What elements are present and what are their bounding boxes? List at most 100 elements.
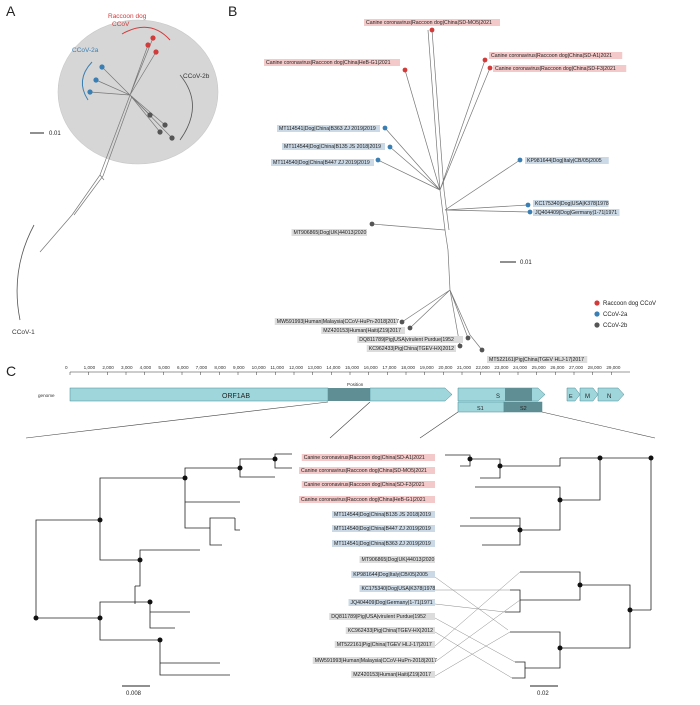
ccov2a-group-label: CCoV-2a bbox=[72, 47, 99, 54]
panel-a-dots bbox=[87, 35, 175, 141]
raccoon-dot bbox=[145, 42, 151, 48]
tree-node bbox=[648, 455, 654, 461]
tip-label-bg bbox=[357, 336, 463, 343]
tip-label: DQ811789|Pig|USA|virulent Purdue|1952 bbox=[331, 614, 426, 620]
tip-label-bg bbox=[364, 19, 500, 26]
tip-label-bg bbox=[329, 613, 435, 620]
tree-node bbox=[147, 599, 153, 605]
axis-tick-label: 10,000 bbox=[252, 365, 266, 370]
tip-label-bg bbox=[345, 627, 435, 634]
tip-dot bbox=[382, 125, 388, 131]
left-tree-scale-label: 0.008 bbox=[126, 691, 142, 697]
n-gene bbox=[597, 387, 625, 402]
tip-label: KC175340|Dog|USA|K378|1978 bbox=[362, 586, 436, 592]
ccov2a-dot bbox=[99, 64, 105, 70]
s2-domain bbox=[503, 401, 543, 413]
axis-tick-label: 1,000 bbox=[84, 365, 96, 370]
panel-a-scale-label: 0.01 bbox=[49, 131, 61, 137]
tip-label-bg bbox=[274, 318, 397, 325]
left-tree bbox=[35, 453, 292, 676]
panel-a: A Raccoon dog CCoV CCoV-2a CCoV-2b CCoV-… bbox=[6, 3, 219, 336]
tip-label-bg bbox=[332, 511, 435, 518]
raccoon-dot bbox=[153, 49, 159, 55]
ccov2b-dot bbox=[157, 129, 163, 135]
axis-tick-label: 6,000 bbox=[177, 365, 189, 370]
tip-label-bg bbox=[351, 571, 435, 578]
axis-tick-label: 20,000 bbox=[438, 365, 452, 370]
genome-track-label: genome bbox=[38, 393, 55, 398]
tip-dot bbox=[457, 343, 463, 349]
axis-tick-label: 16,000 bbox=[364, 365, 378, 370]
tip-label-bg bbox=[334, 641, 435, 648]
ccov2b-group-label: CCoV-2b bbox=[183, 73, 210, 80]
axis-tick-label: 14,000 bbox=[326, 365, 340, 370]
tip-label-bg bbox=[271, 159, 374, 166]
tree-node bbox=[182, 475, 188, 481]
network-trunk bbox=[39, 94, 133, 253]
axis-tick-label: 29,000 bbox=[606, 365, 620, 370]
axis-tick-label: 22,000 bbox=[476, 365, 490, 370]
axis-tick-label: 0 bbox=[65, 365, 68, 370]
tip-label: KP981644|Dog|Italy|CB/05|2005 bbox=[527, 158, 602, 164]
legend-label: CCoV-2b bbox=[603, 323, 628, 329]
tip-label-bg bbox=[264, 59, 400, 66]
tip-label: Canine coronavirus|Raccoon dog|China|HeB… bbox=[266, 60, 391, 66]
ccov2a-dot bbox=[93, 77, 99, 83]
axis-tick-label: 8,000 bbox=[214, 365, 226, 370]
axis-tick-label: 19,000 bbox=[420, 365, 434, 370]
tree-node bbox=[33, 615, 39, 621]
ccov2b-dot bbox=[162, 122, 168, 128]
ccov2a-bracket bbox=[81, 61, 93, 101]
tip-label-bg bbox=[332, 540, 435, 547]
axis-tick-label: 7,000 bbox=[196, 365, 208, 370]
tip-label-bg bbox=[282, 143, 385, 150]
axis-tick-label: 21,000 bbox=[457, 365, 471, 370]
tree-node bbox=[97, 615, 103, 621]
tip-label: MW591993|Human|Malaysia|CCoV-HuPn-2018|2… bbox=[315, 658, 437, 664]
tanglegram-links bbox=[434, 571, 521, 679]
legend-dot bbox=[594, 311, 600, 317]
legend-label: CCoV-2a bbox=[603, 312, 628, 318]
e-label: E bbox=[569, 394, 573, 400]
ccov2b-dot bbox=[147, 112, 153, 118]
genome-axis-title: Position bbox=[347, 382, 364, 387]
panel-c-tip-labels: Canine coronavirus|Raccoon dog|China|SD-… bbox=[299, 454, 437, 678]
orf1ab-gene bbox=[69, 387, 329, 402]
ccov2a-dot bbox=[87, 89, 93, 95]
panel-b-tip-labels: Canine coronavirus|Raccoon dog|China|SD-… bbox=[264, 19, 627, 363]
tip-label-bg bbox=[359, 585, 435, 592]
ccov2b-dot bbox=[169, 135, 175, 141]
tip-label-bg bbox=[321, 327, 405, 334]
tree-node bbox=[237, 465, 243, 471]
tip-label: MT114541|Dog|China|B363 ZJ 2019|2019 bbox=[279, 126, 376, 132]
tip-label: MT906865|Dog|UK|44013|2020 bbox=[362, 557, 435, 563]
tip-label: MT114540|Dog|China|B447 ZJ 2019|2019 bbox=[273, 160, 370, 166]
panel-b-dots bbox=[369, 27, 533, 353]
tip-label: DQ811789|Pig|USA|virulent Purdue|1952 bbox=[359, 337, 454, 343]
tip-dot bbox=[429, 27, 435, 33]
panel-b-letter: B bbox=[228, 3, 237, 19]
axis-tick-label: 28,000 bbox=[588, 365, 602, 370]
tip-dot bbox=[525, 202, 531, 208]
tip-label: MT522161|Pig|China|TGEV HLJ-17|2017 bbox=[489, 357, 584, 363]
axis-tick-label: 4,000 bbox=[140, 365, 152, 370]
e-gene bbox=[566, 387, 581, 402]
m-gene bbox=[579, 387, 599, 402]
axis-tick-label: 26,000 bbox=[550, 365, 564, 370]
tip-dot bbox=[375, 157, 381, 163]
tip-dot bbox=[517, 157, 523, 163]
tip-label: JQ404409|Dog|Germany|1-71|1971 bbox=[535, 210, 617, 216]
axis-tick-label: 11,000 bbox=[270, 365, 284, 370]
tip-label-bg bbox=[525, 157, 609, 164]
tip-label: Canine coronavirus|Raccoon dog|China|SD-… bbox=[304, 482, 425, 488]
axis-tick-label: 2,000 bbox=[102, 365, 114, 370]
tip-label: Canine coronavirus|Raccoon dog|China|SD-… bbox=[366, 20, 492, 26]
tip-label: Canine coronavirus|Raccoon dog|China|SD-… bbox=[495, 66, 616, 72]
axis-tick-label: 27,000 bbox=[569, 365, 583, 370]
tip-label: KC175340|Dog|USA|K378|1978 bbox=[535, 201, 609, 207]
tip-label: MT114544|Dog|China|B135 JS 2018|2019 bbox=[334, 512, 431, 518]
right-tree-nodes bbox=[467, 455, 654, 651]
right-zoom-connector bbox=[419, 411, 656, 439]
tip-dot bbox=[487, 65, 493, 71]
